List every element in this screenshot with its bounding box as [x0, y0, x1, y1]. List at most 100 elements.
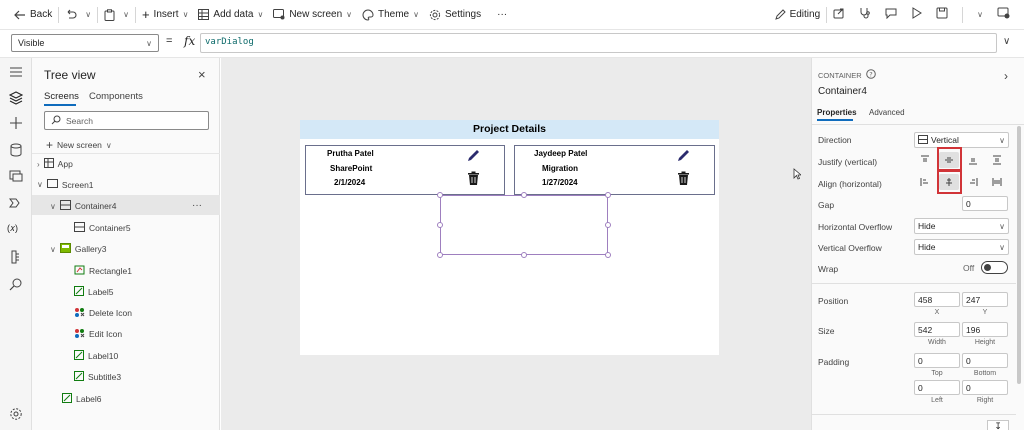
paste-button[interactable]	[104, 8, 115, 21]
size-label: Size	[818, 326, 835, 336]
formula-input[interactable]: varDialog	[200, 33, 997, 53]
tree-node-label10[interactable]: Label10	[74, 350, 118, 362]
edit-pencil-icon[interactable]	[676, 148, 691, 165]
tab-properties[interactable]: Properties	[817, 108, 857, 117]
padding-right-input[interactable]: 0	[962, 380, 1008, 395]
position-y-input[interactable]: 247	[962, 292, 1008, 307]
undo-button[interactable]	[65, 9, 77, 20]
resize-handle[interactable]	[521, 252, 527, 258]
settings-gear-icon[interactable]	[9, 407, 23, 421]
resize-handle[interactable]	[437, 222, 443, 228]
advanced-tools-icon[interactable]	[9, 250, 23, 264]
delete-trash-icon[interactable]	[467, 171, 480, 188]
wrap-toggle[interactable]	[981, 261, 1008, 274]
play-icon[interactable]	[911, 7, 923, 22]
power-automate-icon[interactable]	[9, 196, 23, 210]
tree-node-rectangle1[interactable]: Rectangle1	[74, 265, 132, 277]
vertical-layout-icon	[918, 134, 928, 146]
new-screen-label: New screen	[57, 140, 102, 150]
resize-handle[interactable]	[437, 192, 443, 198]
settings-button[interactable]: Settings	[429, 9, 481, 21]
icon-control-icon	[74, 328, 85, 340]
justify-center-button[interactable]	[939, 152, 959, 168]
properties-scrollbar[interactable]	[1017, 126, 1021, 384]
editing-button[interactable]: Editing	[774, 9, 820, 20]
more-options-button[interactable]: ···	[497, 9, 507, 20]
tree-node-subtitle3[interactable]: Subtitle3	[74, 371, 121, 383]
insert-button[interactable]: + Insert ∨	[142, 7, 188, 22]
variables-icon[interactable]: (𝑥)	[7, 223, 19, 233]
resize-handle[interactable]	[605, 222, 611, 228]
close-icon[interactable]: ×	[198, 67, 206, 82]
resize-handle[interactable]	[605, 252, 611, 258]
padding-left-input[interactable]: 0	[914, 380, 960, 395]
paste-dropdown[interactable]: ∨	[123, 10, 129, 19]
edit-pencil-icon[interactable]	[466, 148, 481, 165]
formula-bar	[0, 30, 1024, 58]
more-options-icon[interactable]: ···	[192, 200, 202, 211]
layers-icon[interactable]	[8, 91, 24, 105]
delete-trash-icon[interactable]	[677, 171, 690, 188]
back-button[interactable]: Back	[14, 9, 52, 20]
tree-node-edit-icon[interactable]: Edit Icon	[74, 328, 122, 340]
tree-node-label6[interactable]: Label6	[62, 393, 102, 405]
v-overflow-dropdown[interactable]: Hide ∨	[914, 239, 1009, 255]
resize-handle[interactable]	[605, 192, 611, 198]
justify-space-between-button[interactable]	[987, 152, 1007, 168]
padding-top-input[interactable]: 0	[914, 353, 960, 368]
chevron-right-icon[interactable]: ›	[1004, 69, 1008, 83]
top-label: Top	[931, 370, 943, 377]
chevron-down-icon[interactable]: ∨	[1003, 36, 1011, 47]
add-data-button[interactable]: Add data ∨	[198, 9, 263, 20]
new-screen-button[interactable]: New screen ∨	[273, 9, 352, 20]
tree-node-container4[interactable]: ∨ Container4	[50, 200, 116, 212]
padding-bottom-input[interactable]: 0	[962, 353, 1008, 368]
selected-container[interactable]	[440, 195, 608, 255]
save-icon[interactable]	[936, 7, 948, 22]
tree-search-input[interactable]: Search	[44, 111, 209, 130]
insert-plus-icon[interactable]	[9, 116, 23, 130]
justify-top-button[interactable]	[915, 152, 935, 168]
tab-advanced[interactable]: Advanced	[869, 108, 905, 117]
tree-node-app[interactable]: › App	[37, 158, 73, 170]
chevron-down-icon[interactable]: ∨	[977, 10, 983, 19]
hamburger-icon[interactable]	[9, 66, 23, 80]
publish-icon[interactable]	[997, 7, 1010, 22]
align-stretch-button[interactable]	[987, 174, 1007, 190]
help-icon[interactable]: ?	[865, 69, 876, 81]
gallery-card[interactable]	[305, 145, 505, 195]
resize-handle[interactable]	[437, 252, 443, 258]
align-right-button[interactable]	[963, 174, 983, 190]
align-left-button[interactable]	[915, 174, 935, 190]
height-input[interactable]: 196	[962, 322, 1008, 337]
media-icon[interactable]	[9, 169, 23, 183]
align-center-button[interactable]	[939, 174, 959, 190]
new-screen-label: New screen	[289, 9, 343, 20]
gap-input[interactable]: 0	[962, 196, 1008, 211]
width-input[interactable]: 542	[914, 322, 960, 337]
tree-node-label5[interactable]: Label5	[74, 286, 114, 298]
tree-node-screen1[interactable]: ∨ Screen1	[37, 179, 94, 190]
undo-dropdown[interactable]: ∨	[85, 10, 91, 19]
resize-handle[interactable]	[521, 192, 527, 198]
tab-screens[interactable]: Screens	[44, 91, 79, 102]
database-icon[interactable]	[9, 143, 23, 157]
h-overflow-dropdown[interactable]: Hide ∨	[914, 218, 1009, 234]
tree-node-gallery3[interactable]: ∨ Gallery3	[50, 243, 107, 255]
share-icon[interactable]	[833, 7, 845, 22]
color-picker-button[interactable]: ↧	[987, 420, 1009, 430]
tree-node-container5[interactable]: Container5	[74, 222, 131, 234]
justify-bottom-button[interactable]	[963, 152, 983, 168]
stethoscope-icon[interactable]	[859, 7, 871, 22]
position-x-input[interactable]: 458	[914, 292, 960, 307]
direction-dropdown[interactable]: Vertical ∨	[914, 132, 1009, 148]
gallery-card[interactable]	[514, 145, 715, 195]
tab-components[interactable]: Components	[89, 91, 143, 102]
comment-icon[interactable]	[885, 7, 897, 22]
property-dropdown[interactable]: Visible ∨	[11, 34, 159, 52]
search-icon[interactable]	[9, 277, 23, 291]
theme-button[interactable]: Theme ∨	[362, 8, 419, 21]
tree-node-delete-icon[interactable]: Delete Icon	[74, 307, 132, 319]
new-screen-button[interactable]: + New screen ∨	[46, 138, 112, 152]
highlight-box	[937, 170, 962, 194]
